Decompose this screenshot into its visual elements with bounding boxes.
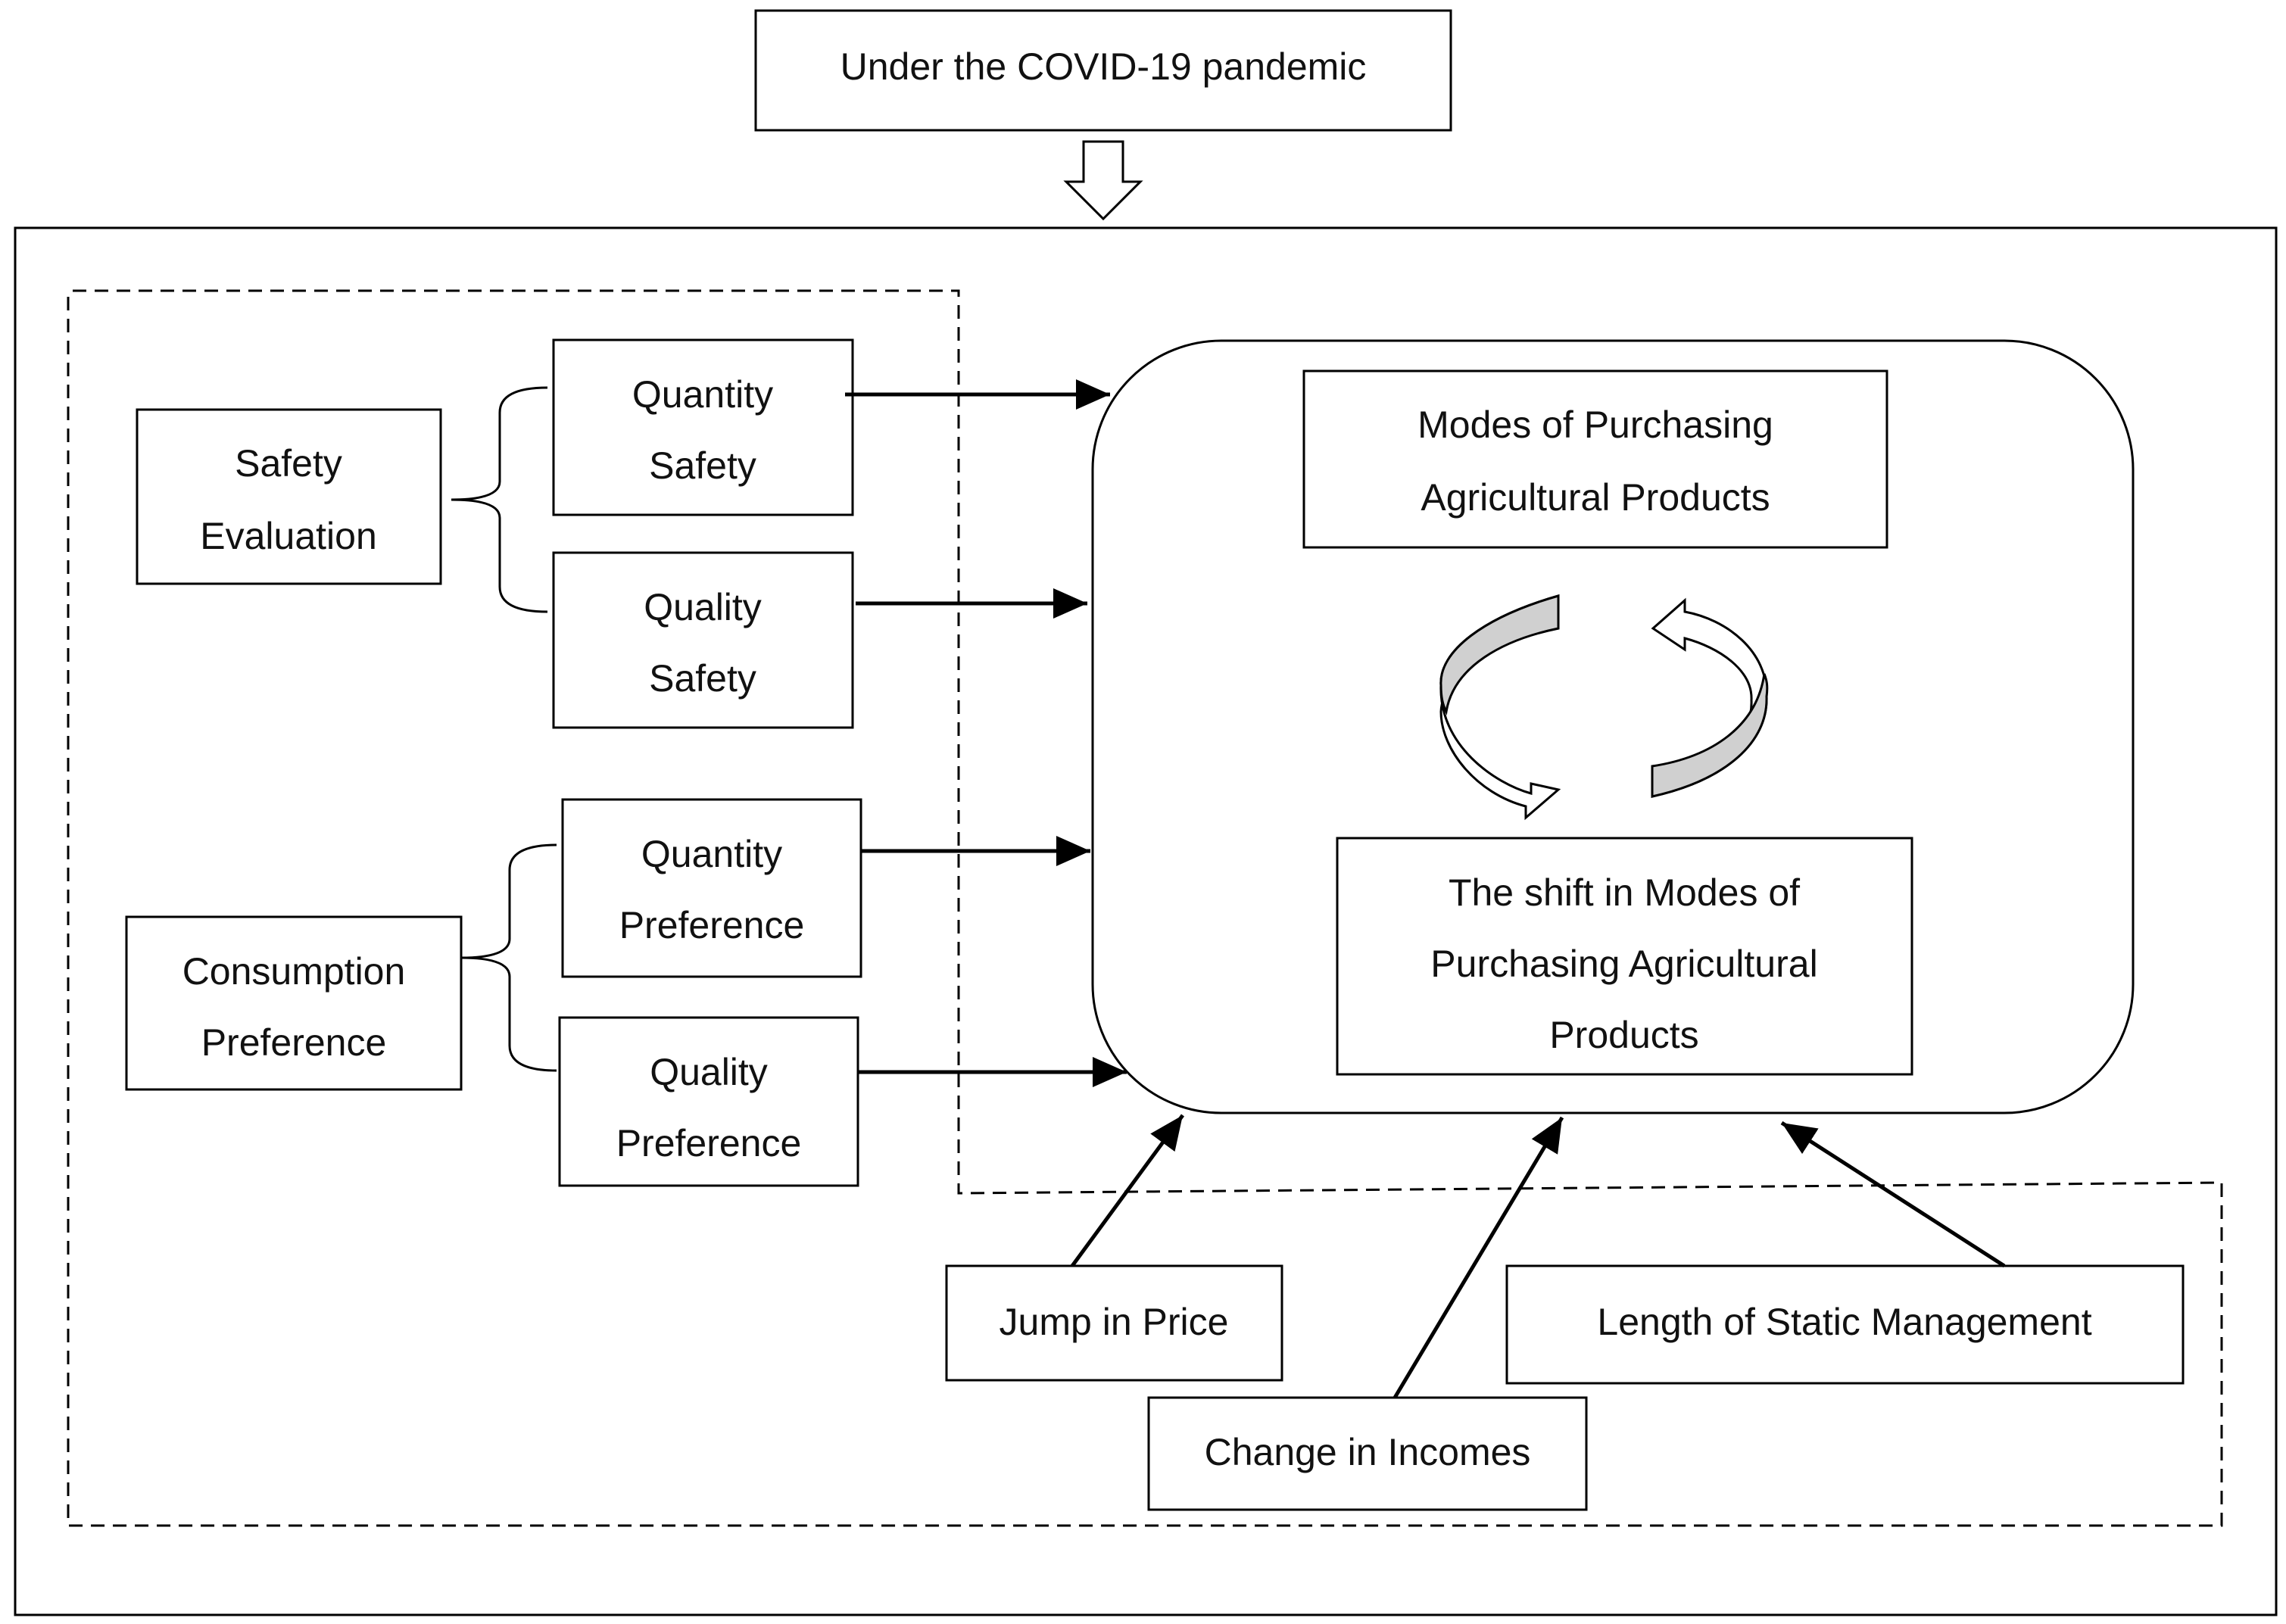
shift-modes-line-1: The shift in Modes of <box>1449 871 1800 914</box>
consumption-preference-line-1: Consumption <box>182 950 406 993</box>
quality-safety-line-1: Quality <box>644 586 762 628</box>
covid-context-label: Under the COVID-19 pandemic <box>840 45 1367 88</box>
length-static-arrow <box>1780 1121 2006 1268</box>
safety-evaluation-line-1: Safety <box>235 442 342 485</box>
quantity-preference-line-1: Quantity <box>641 833 782 875</box>
quality-preference-line-2: Preference <box>616 1122 802 1164</box>
safety-brace <box>451 386 548 613</box>
jump-price-label: Jump in Price <box>1000 1301 1229 1343</box>
change-incomes-arrow <box>1392 1116 1564 1399</box>
modes-purchasing-line-1: Modes of Purchasing <box>1417 404 1773 446</box>
consumption-preference-box <box>125 915 463 1091</box>
length-static-label: Length of Static Management <box>1597 1301 2091 1343</box>
quality-safety-box <box>552 551 854 729</box>
jump-price-box <box>945 1264 1283 1382</box>
cycle-right-band <box>1651 673 1769 798</box>
change-incomes-box <box>1147 1396 1588 1511</box>
shift-modes-line-2: Purchasing Agricultural <box>1430 943 1817 985</box>
quantity-safety-box <box>552 338 854 516</box>
length-static-box <box>1505 1264 2185 1385</box>
change-incomes-label: Change in Incomes <box>1205 1431 1531 1473</box>
down-arrow-icon <box>1063 140 1143 221</box>
cycle-icon <box>1439 594 1769 821</box>
shift-modes-line-3: Products <box>1549 1014 1698 1056</box>
dashed-boundary <box>67 289 2223 1527</box>
quantity-preference-box <box>561 798 862 978</box>
preference-brace <box>460 843 557 1072</box>
quantity-safety-line-1: Quantity <box>632 373 773 416</box>
quantity-safety-line-2: Safety <box>649 444 756 487</box>
modes-purchasing-box <box>1302 369 1888 549</box>
consumption-preference-line-2: Preference <box>201 1021 387 1064</box>
quantity-preference-line-2: Preference <box>619 904 805 946</box>
safety-evaluation-box <box>136 408 442 585</box>
modes-purchasing-line-2: Agricultural Products <box>1421 476 1770 519</box>
quality-safety-line-2: Safety <box>649 657 756 700</box>
jump-price-arrow <box>1070 1114 1185 1267</box>
cycle-left-band <box>1439 594 1560 715</box>
covid-context-box <box>754 9 1452 132</box>
quality-preference-box <box>558 1016 859 1187</box>
quality-preference-line-1: Quality <box>650 1051 768 1093</box>
shift-modes-box <box>1336 837 1913 1076</box>
outer-frame <box>14 226 2278 1616</box>
safety-evaluation-line-2: Evaluation <box>200 515 377 557</box>
